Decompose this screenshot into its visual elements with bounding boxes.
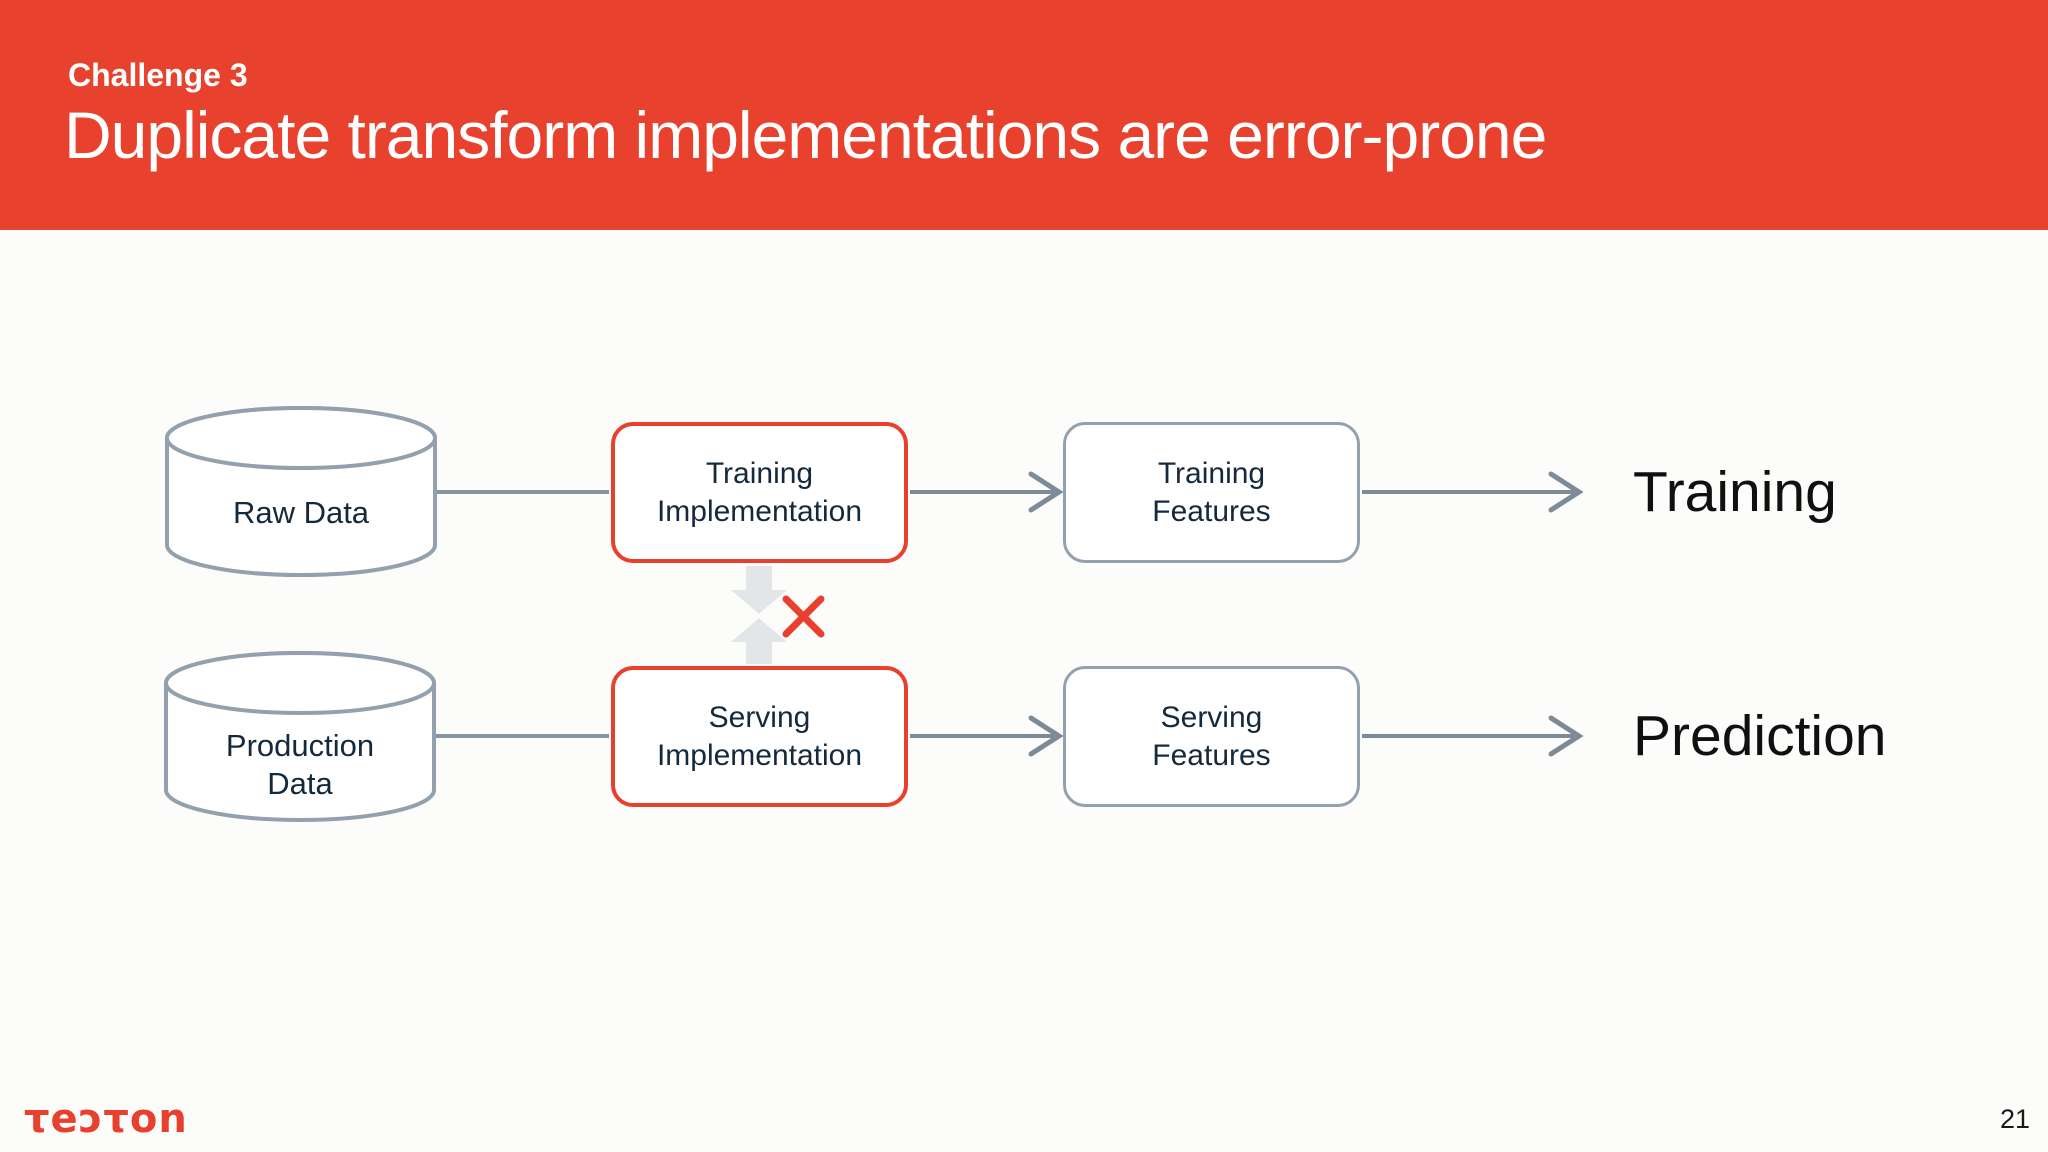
training-implementation-box: Training Implementation [611,422,908,563]
merge-arrows-icon [731,566,787,664]
arrowhead-icon [1548,715,1584,757]
connector-serving-features-to-output [1362,715,1584,757]
x-icon [782,595,825,638]
page-title: Duplicate transform implementations are … [64,98,1547,172]
arrowhead-icon [1028,471,1064,513]
raw-data-cylinder [165,406,437,577]
header-kicker: Challenge 3 [68,57,248,93]
serving-features-label: Serving Features [1152,700,1271,772]
connector-training-features-to-output [1362,471,1584,513]
arrowhead-icon [1548,471,1584,513]
serving-features-box: Serving Features [1063,666,1360,807]
production-data-label: Production Data [225,728,375,801]
header-banner: Challenge 3 Duplicate transform implemen… [0,0,2048,230]
arrowhead-icon [1028,715,1064,757]
raw-data-label: Raw Data [232,494,370,530]
serving-implementation-label: Serving Implementation [656,700,863,772]
training-features-box: Training Features [1063,422,1360,563]
page-number: 21 [1999,1104,2030,1134]
training-implementation-label: Training Implementation [656,456,863,528]
tecton-logo: τeɔτon [24,1096,188,1142]
training-output-label: Training [1633,460,1837,524]
connector-serving-impl-to-features [910,715,1064,757]
connector-training-impl-to-features [910,471,1064,513]
production-data-cylinder [164,651,436,822]
prediction-output-label: Prediction [1633,704,1887,768]
training-features-label: Training Features [1152,456,1271,528]
serving-implementation-box: Serving Implementation [611,666,908,807]
